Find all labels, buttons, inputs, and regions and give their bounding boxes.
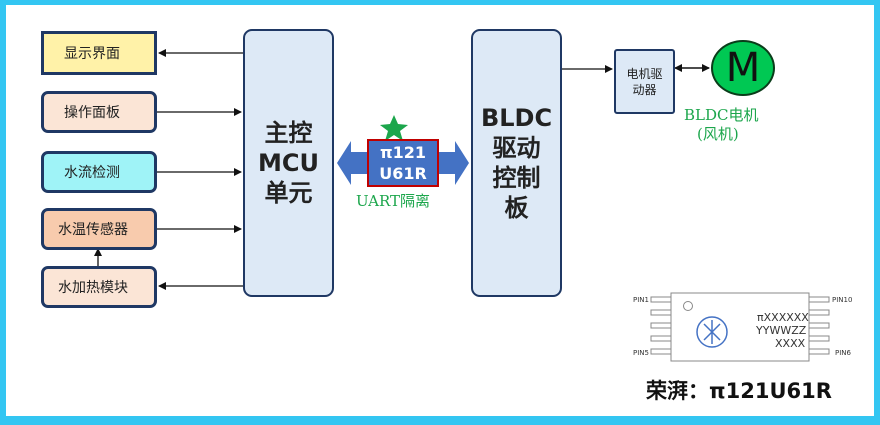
pin1-dot: [683, 301, 693, 311]
bldc-line4: 板: [504, 194, 529, 222]
flow-detect-label: 水流检测: [64, 165, 120, 181]
display-block: 显示界面: [41, 31, 157, 75]
flow-detect-block: 水流检测: [41, 151, 157, 193]
isolator-line2: U61R: [379, 164, 427, 183]
mcu-line3: 单元: [264, 179, 313, 207]
pin6-label: PIN6: [835, 349, 851, 357]
bldc-line2: 驱动: [492, 134, 541, 162]
isolator-chip: π121 U61R: [367, 139, 439, 187]
heater-block: 水加热模块: [41, 266, 157, 308]
pin5-label: PIN5: [633, 349, 649, 357]
heater-label: 水加热模块: [58, 280, 128, 296]
display-label: 显示界面: [64, 46, 120, 62]
isolator-line1: π121: [379, 143, 427, 162]
bldc-board-block: BLDC 驱动 控制 板: [471, 29, 562, 297]
mcu-line2: MCU: [258, 149, 319, 177]
motor-driver-line2: 动器: [632, 82, 657, 97]
motor-caption: BLDC电机: [684, 106, 759, 124]
footer-part-number: 荣湃：π121U61R: [646, 379, 832, 403]
motor-symbol: M: [725, 45, 761, 91]
pin10-label: PIN10: [832, 296, 853, 304]
motor-driver-line1: 电机驱: [626, 66, 663, 81]
chip-marking-3: XXXX: [775, 337, 806, 350]
motor-caption-sub: (风机): [697, 125, 739, 143]
panel-label: 操作面板: [64, 105, 120, 121]
rongpai-logo-icon: [696, 316, 728, 348]
bldc-line3: 控制: [492, 164, 541, 192]
motor-icon: M: [711, 40, 775, 96]
temp-sensor-block: 水温传感器: [41, 208, 157, 250]
temp-sensor-label: 水温传感器: [58, 222, 128, 238]
star-icon: [380, 115, 408, 141]
isolator-caption: UART隔离: [356, 192, 431, 210]
panel-block: 操作面板: [41, 91, 157, 133]
mcu-block: 主控 MCU 单元: [243, 29, 334, 297]
mcu-line1: 主控: [264, 119, 313, 147]
pin1-label: PIN1: [633, 296, 649, 304]
chip-marking-1: πXXXXXX: [757, 311, 809, 324]
chip-marking-2: YYWWZZ: [756, 324, 807, 337]
bldc-line1: BLDC: [480, 104, 553, 132]
motor-driver-block: 电机驱 动器: [614, 49, 675, 114]
chip-body: [670, 292, 810, 362]
